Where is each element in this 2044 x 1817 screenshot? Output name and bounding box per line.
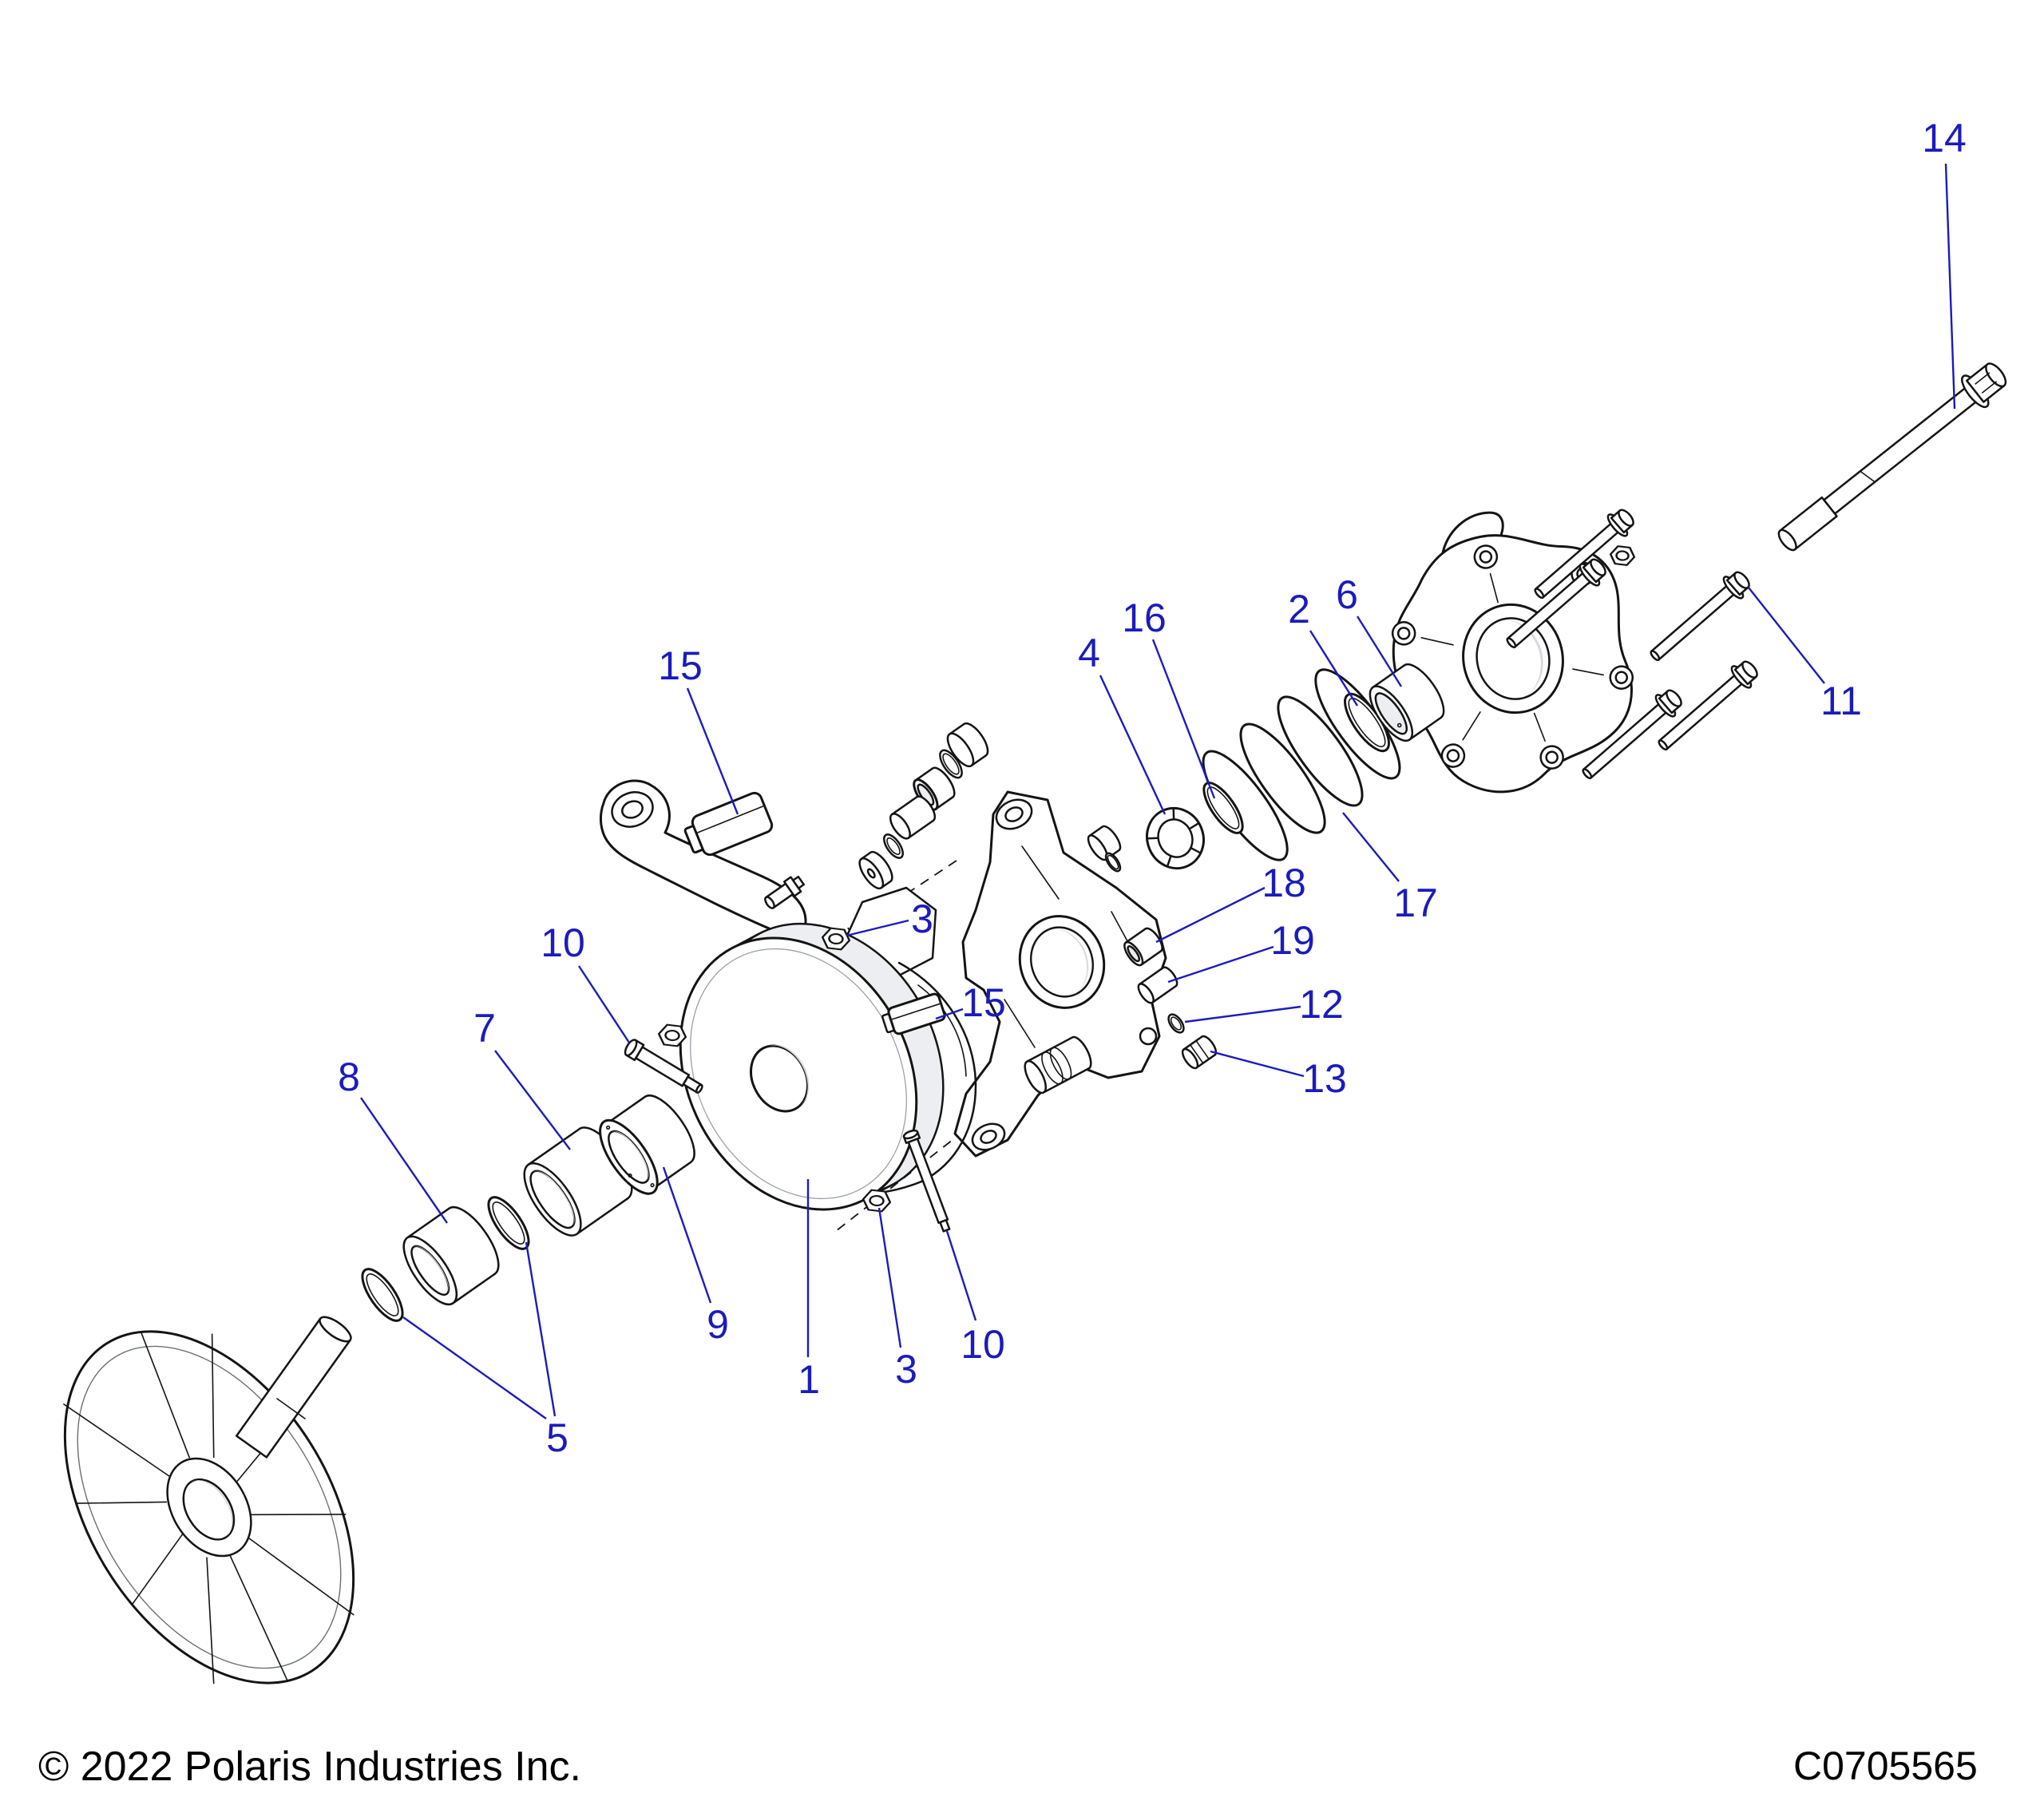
pin-lower bbox=[902, 1129, 951, 1233]
leader-line-3 bbox=[877, 1207, 902, 1348]
callout-17: 17 bbox=[1393, 881, 1438, 925]
callout-18: 18 bbox=[1262, 861, 1306, 905]
callout-19: 19 bbox=[1270, 918, 1315, 963]
leader-line-16 bbox=[1151, 639, 1216, 799]
callout-leaders bbox=[360, 163, 1956, 1419]
callout-13: 13 bbox=[1302, 1056, 1347, 1101]
callout-8: 8 bbox=[338, 1055, 360, 1099]
clutch-weight-upper bbox=[683, 791, 774, 857]
leader-line-7 bbox=[494, 1050, 571, 1150]
shaft-oring-b bbox=[487, 1196, 530, 1250]
leader-line-3 bbox=[846, 919, 909, 937]
clutch-weight-lower bbox=[881, 992, 946, 1035]
activation-ring bbox=[1146, 806, 1205, 870]
leader-line-4 bbox=[1099, 675, 1167, 815]
sheave-shaft bbox=[235, 1316, 352, 1459]
callout-9: 9 bbox=[707, 1302, 729, 1347]
callout-14: 14 bbox=[1922, 116, 1967, 160]
spring-oring bbox=[1344, 692, 1390, 753]
roller-pin-stack bbox=[858, 722, 989, 890]
primary-sheave bbox=[679, 922, 945, 1211]
lock-nut-c bbox=[657, 1023, 687, 1047]
copyright-text: © 2022 Polaris Industries Inc. bbox=[38, 1744, 581, 1790]
spider-hardware-stack bbox=[1123, 927, 1218, 1070]
callout-6: 6 bbox=[1336, 572, 1358, 617]
leader-line-14 bbox=[1944, 163, 1956, 410]
shift-button bbox=[1087, 825, 1122, 861]
fixed-sheave-fan bbox=[63, 1330, 355, 1684]
leader-line-19 bbox=[1167, 945, 1274, 984]
leader-line-2 bbox=[1309, 630, 1359, 707]
callout-5: 5 bbox=[546, 1415, 568, 1460]
pilot-bushing bbox=[1369, 663, 1445, 742]
bushing-nine bbox=[599, 1095, 695, 1195]
lock-nut-b bbox=[862, 1189, 892, 1213]
leader-line-10 bbox=[945, 1230, 977, 1321]
leader-line-15 bbox=[935, 1007, 964, 1020]
callout-16: 16 bbox=[1122, 596, 1167, 640]
mounting-bolts bbox=[1506, 509, 1758, 780]
bushing-eight bbox=[402, 1205, 500, 1306]
leader-line-8 bbox=[360, 1097, 448, 1224]
leader-line-11 bbox=[1748, 587, 1825, 684]
cam-arm bbox=[600, 779, 807, 936]
callout-3: 3 bbox=[895, 1347, 917, 1391]
callout-3: 3 bbox=[911, 897, 933, 941]
leader-line-17 bbox=[1342, 812, 1400, 882]
callout-7: 7 bbox=[473, 1006, 496, 1051]
leader-line-15 bbox=[686, 687, 739, 815]
bushing-seven bbox=[523, 1126, 633, 1237]
callout-11: 11 bbox=[1820, 679, 1862, 723]
callout-10: 10 bbox=[961, 1322, 1005, 1367]
leader-line-18 bbox=[1155, 886, 1266, 944]
puller-pin bbox=[1024, 1035, 1092, 1095]
cover-nut bbox=[1609, 545, 1636, 566]
callout-2: 2 bbox=[1288, 587, 1310, 631]
leader-line-5 bbox=[525, 1241, 557, 1417]
lock-nut-a bbox=[821, 927, 851, 951]
leader-line-5 bbox=[402, 1316, 547, 1419]
figure-code-text: C0705565 bbox=[1793, 1744, 1978, 1788]
pin-upper bbox=[624, 1039, 703, 1094]
leader-line-6 bbox=[1356, 616, 1403, 687]
leader-line-12 bbox=[1184, 1005, 1301, 1023]
callout-4: 4 bbox=[1078, 631, 1100, 675]
callout-10: 10 bbox=[541, 920, 585, 965]
callout-12: 12 bbox=[1299, 982, 1344, 1027]
callout-15: 15 bbox=[658, 643, 703, 688]
leader-line-9 bbox=[662, 1166, 712, 1304]
leader-line-10 bbox=[577, 965, 631, 1043]
spider-casting bbox=[953, 790, 1167, 1158]
button-oring bbox=[1104, 852, 1122, 873]
callout-15: 15 bbox=[961, 980, 1006, 1025]
center-bolt bbox=[1777, 362, 2007, 552]
leader-line-13 bbox=[1210, 1050, 1305, 1078]
shaft-oring-a bbox=[361, 1268, 404, 1322]
callout-1: 1 bbox=[798, 1357, 820, 1402]
sheave-stud bbox=[764, 875, 805, 909]
